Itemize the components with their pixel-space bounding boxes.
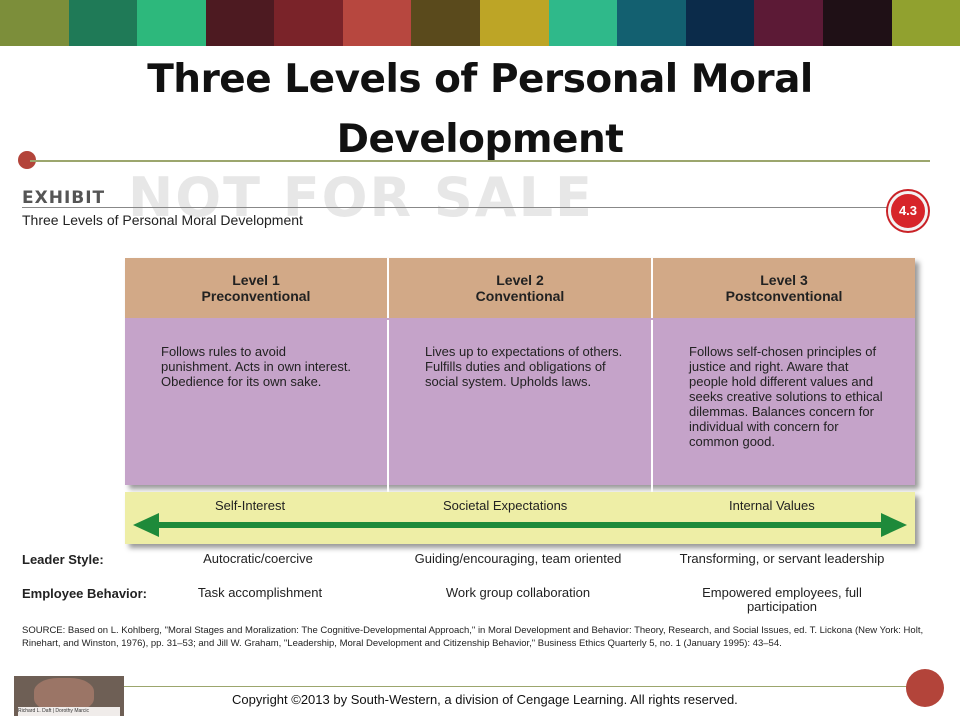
employee-behavior-level-2: Work group collaboration: [445, 585, 591, 600]
motive-scale: Self-Interest Societal Expectations Inte…: [125, 492, 915, 544]
decorative-dot-left: [18, 151, 36, 169]
motive-label-3: Internal Values: [729, 498, 815, 513]
strip-segment: [137, 0, 206, 46]
book-authors: Richard L. Daft | Dorothy Marcic: [18, 707, 120, 716]
motive-label-2: Societal Expectations: [443, 498, 568, 513]
table-header-row: Level 1 Preconventional Level 2 Conventi…: [125, 258, 915, 318]
cover-photo: [34, 678, 94, 712]
strip-segment: [0, 0, 69, 46]
strip-segment: [617, 0, 686, 46]
exhibit-subtitle: Three Levels of Personal Moral Developme…: [22, 212, 303, 228]
leader-style-level-1: Autocratic/coercive: [203, 551, 313, 566]
strip-segment: [891, 0, 960, 46]
strip-segment: [548, 0, 618, 46]
exhibit-number-badge: 4.3: [888, 191, 928, 231]
employee-behavior-level-3: Empowered employees, full participation: [702, 585, 862, 614]
strip-segment: [411, 0, 481, 46]
motive-label-1: Self-Interest: [215, 498, 286, 513]
employee-behavior-level-1: Task accomplishment: [197, 585, 323, 600]
strip-segment: [205, 0, 275, 46]
level-name: Postconventional: [725, 288, 843, 304]
leader-style-level-3: Transforming, or servant leadership: [679, 551, 885, 566]
exhibit-panel: NOT FOR SALE EXHIBIT Three Levels of Per…: [8, 166, 952, 670]
exhibit-rule: [22, 207, 890, 208]
employee-behavior-label: Employee Behavior:: [22, 586, 147, 601]
decorative-dot-right: [906, 669, 944, 707]
leader-style-level-2: Guiding/encouraging, team oriented: [414, 551, 622, 566]
slide-title: Three Levels of Personal Moral Developme…: [147, 57, 813, 162]
level-number: Level 2: [496, 272, 544, 288]
level-3-description: Follows self-chosen principles of justic…: [689, 344, 883, 449]
level-number: Level 1: [232, 272, 280, 288]
level-1-header: Level 1 Preconventional: [125, 258, 389, 318]
level-name: Preconventional: [201, 288, 311, 304]
strip-segment: [822, 0, 892, 46]
strip-segment: [274, 0, 343, 46]
strip-segment: [685, 0, 755, 46]
double-arrow-icon: [133, 513, 907, 537]
source-citation: SOURCE: Based on L. Kohlberg, "Moral Sta…: [22, 625, 924, 649]
level-2-description: Lives up to expectations of others. Fulf…: [389, 320, 653, 493]
leader-style-label: Leader Style:: [22, 552, 104, 567]
book-cover-thumbnail: Richard L. Daft | Dorothy Marcic: [14, 676, 124, 716]
watermark: NOT FOR SALE: [128, 166, 594, 229]
table-description-row: Follows rules to avoid punishment. Acts …: [125, 320, 915, 493]
decorative-color-strip: [0, 0, 960, 46]
level-2-header: Level 2 Conventional: [389, 258, 653, 318]
moral-levels-table: Level 1 Preconventional Level 2 Conventi…: [125, 258, 915, 493]
exhibit-label: EXHIBIT: [22, 188, 106, 208]
strip-segment: [342, 0, 412, 46]
title-divider: [30, 160, 930, 162]
level-name: Conventional: [475, 288, 565, 304]
level-3-header: Level 3 Postconventional: [653, 258, 915, 318]
footer-divider: [30, 686, 910, 687]
strip-segment: [68, 0, 138, 46]
strip-segment: [754, 0, 823, 46]
strip-segment: [480, 0, 549, 46]
copyright-notice: Copyright ©2013 by South-Western, a divi…: [232, 692, 738, 707]
level-number: Level 3: [760, 272, 808, 288]
level-1-description: Follows rules to avoid punishment. Acts …: [125, 320, 389, 493]
